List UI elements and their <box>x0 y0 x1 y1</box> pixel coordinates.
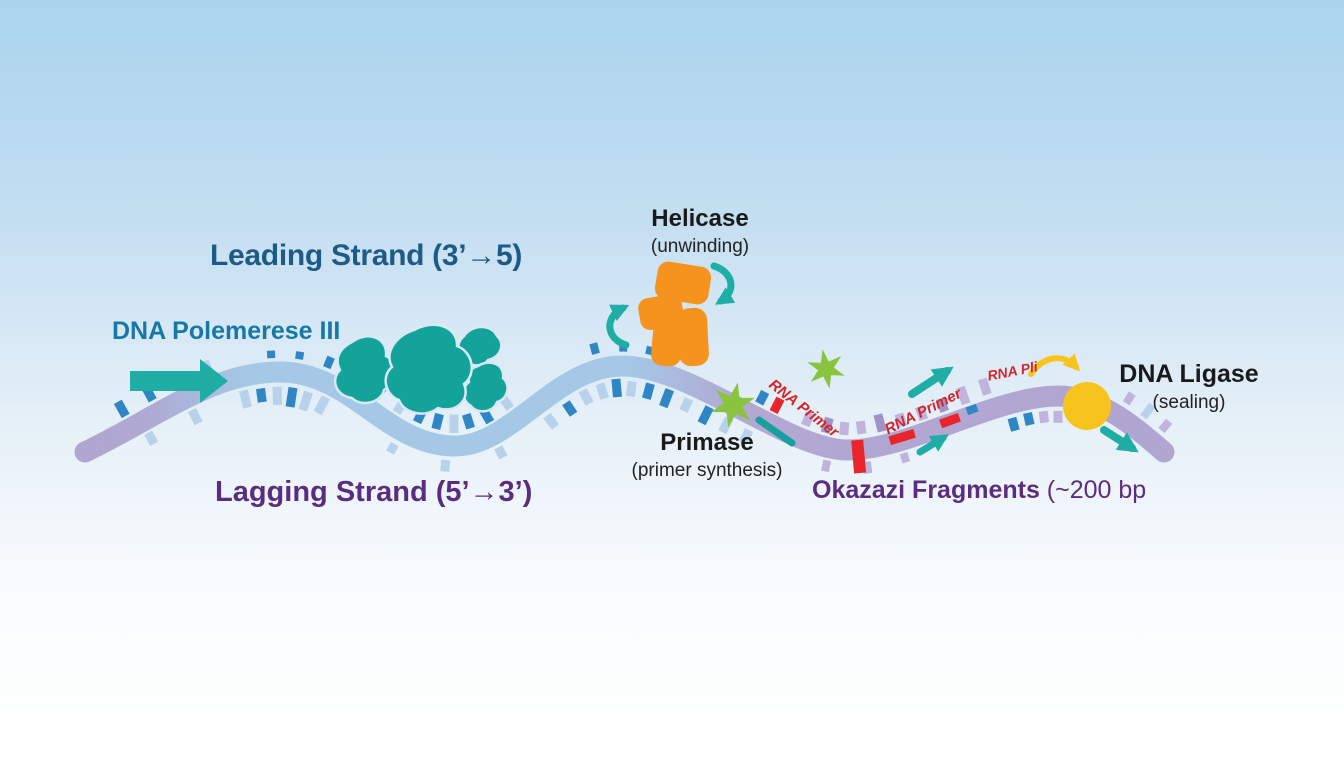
strand-tick <box>611 378 622 398</box>
strand-tick <box>738 428 754 445</box>
strand-tick <box>820 459 832 473</box>
strand-tick <box>285 387 298 408</box>
strand-tick <box>645 345 655 356</box>
helicase-rotation-arrow-right <box>710 262 736 305</box>
strand-tick <box>1023 411 1035 426</box>
synthesis-arrow-up <box>908 366 954 398</box>
strand-tick <box>431 412 444 430</box>
strand-tick <box>298 390 313 412</box>
strand-tick <box>978 377 992 396</box>
ligase-circle <box>1063 382 1111 430</box>
primase-title: Primase <box>660 429 754 456</box>
rna-primer-marks <box>888 403 979 446</box>
strand-tick <box>562 400 578 417</box>
synthesis-arrow-small <box>916 434 949 456</box>
strand-tick <box>855 420 867 435</box>
primer-tick <box>769 396 785 415</box>
primer-tick <box>851 439 867 474</box>
strand-tick <box>862 461 873 474</box>
dna-polymerase-shape <box>333 323 509 415</box>
primer-tick <box>755 389 770 406</box>
strand-tick <box>894 412 908 428</box>
strand-tick <box>295 351 305 360</box>
rna-primer-segment <box>939 412 961 429</box>
helicase-label: Helicase (unwinding) <box>651 205 749 258</box>
strand-tick <box>144 430 159 446</box>
dna-ligase-label: DNA Ligase (sealing) <box>1119 360 1258 414</box>
dna-polymerase-label: DNA Polemerese III <box>112 317 341 345</box>
strand-tick <box>543 412 560 430</box>
primase-subtitle: (primer synthesis) <box>631 460 783 481</box>
strand-tick <box>462 412 475 430</box>
strand-tick <box>625 380 637 397</box>
rna-primer-segment <box>888 428 916 446</box>
helicase-shape <box>638 261 712 367</box>
strand-tick <box>1158 418 1173 434</box>
strand-tick <box>386 441 399 455</box>
okazaki-fragments-text: Okazazi Fragments <box>812 476 1040 504</box>
strand-tick <box>113 399 130 419</box>
ligase-arrow <box>1028 353 1081 377</box>
strand-tick <box>899 451 911 464</box>
strand-tick <box>956 385 971 406</box>
synthesis-arrow-end <box>1100 426 1139 453</box>
leading-strand-label: Leading Strand (3’→5) <box>210 239 523 272</box>
strand-tick <box>679 397 694 413</box>
strand-tick <box>1140 402 1156 420</box>
strand-tick <box>187 408 203 426</box>
helicase-rotation-arrow-left <box>606 304 630 349</box>
strand-tick <box>256 387 267 403</box>
strand-tick <box>589 342 600 355</box>
strand-tick <box>659 387 675 409</box>
strand-tick <box>697 405 714 426</box>
helicase-subtitle: (unwinding) <box>650 236 750 257</box>
strand-tick <box>1122 391 1136 406</box>
dna-ligase-title: DNA Ligase <box>1119 360 1259 388</box>
strand-tick <box>873 413 887 433</box>
strand-tick <box>839 421 850 436</box>
primase-star <box>807 349 845 389</box>
strand-tick <box>935 397 949 413</box>
primer-dash <box>755 416 796 447</box>
strand-tick <box>801 411 815 428</box>
okazaki-size-text: (~200 bp <box>1039 476 1147 504</box>
primase-stars <box>711 349 845 428</box>
strand-tick <box>494 445 508 460</box>
dna-strand <box>74 355 1175 463</box>
strand-tick <box>313 395 330 416</box>
dna-ligase-subtitle: (sealing) <box>1152 392 1226 413</box>
replication-direction-arrow <box>130 359 228 403</box>
rna-primer-segment <box>965 403 979 416</box>
primase-star <box>711 382 755 428</box>
strand-tick <box>323 355 335 370</box>
strand-tick <box>915 405 929 422</box>
strand-tick <box>642 382 655 400</box>
strand-tick <box>578 388 594 406</box>
strand-tick <box>820 416 834 434</box>
helicase-title: Helicase <box>651 205 749 232</box>
strand-tick <box>440 459 451 472</box>
strand-tick <box>1038 410 1050 424</box>
primase-label: Primase (primer synthesis) <box>632 429 783 482</box>
strand-tick <box>239 389 252 409</box>
strand-tick <box>1007 416 1020 432</box>
okazaki-fragments-label: Okazazi Fragments (~200 bp <box>812 477 1146 503</box>
lagging-strand-label: Lagging Strand (5’→3’) <box>215 476 533 508</box>
strand-tick <box>595 382 609 400</box>
